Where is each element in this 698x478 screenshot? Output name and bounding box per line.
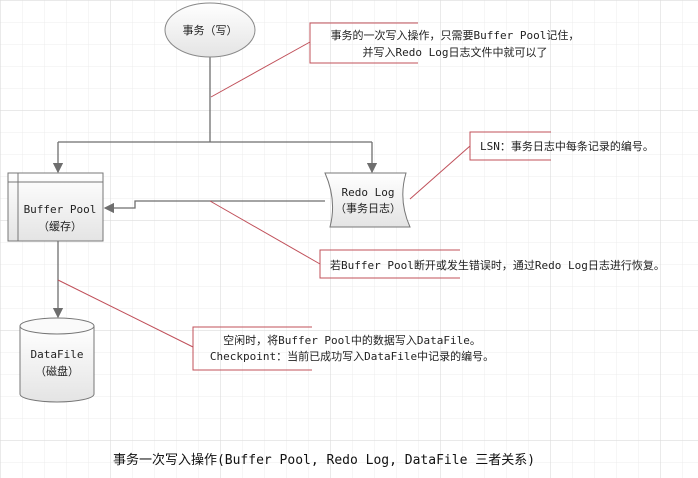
leader-write-op — [210, 41, 311, 98]
transaction-node[interactable]: 事务（写） — [164, 2, 256, 58]
note-write-op-line1: 事务的一次写入操作，只需要Buffer Pool记住， — [331, 28, 580, 42]
datafile-sublabel: （磁盘） — [35, 364, 79, 378]
bracket-recovery — [319, 249, 460, 279]
diagram-caption: 事务一次写入操作(Buffer Pool, Redo Log, DataFile… — [113, 452, 535, 468]
bracket-write-op — [309, 22, 418, 64]
buffer-pool-sublabel: （缓存） — [38, 219, 82, 233]
buffer-pool-node[interactable]: Buffer Pool （缓存） — [7, 172, 104, 242]
note-checkpoint-line1: 空闲时，将Buffer Pool中的数据写入DataFile。 — [223, 333, 481, 347]
leader-recovery — [209, 200, 321, 265]
leader-lsn — [409, 145, 471, 200]
leader-checkpoint — [57, 279, 194, 348]
connectors — [52, 57, 378, 319]
bracket-checkpoint — [192, 326, 312, 371]
datafile-node[interactable]: DataFile （磁盘） — [19, 317, 95, 403]
note-leaders — [57, 22, 551, 371]
note-checkpoint-line2: Checkpoint：当前已成功写入DataFile中记录的编号。 — [210, 349, 494, 363]
datafile-label: DataFile — [31, 348, 84, 361]
buffer-pool-label: Buffer Pool — [24, 203, 97, 216]
note-lsn: LSN：事务日志中每条记录的编号。 — [480, 139, 654, 153]
redo-log-label: Redo Log — [342, 186, 395, 199]
redo-log-node[interactable]: Redo Log （事务日志） — [324, 172, 411, 228]
redo-log-sublabel: （事务日志） — [335, 202, 401, 215]
arrow-redo-to-buffer — [103, 200, 325, 214]
bracket-lsn — [469, 131, 551, 161]
note-recovery: 若Buffer Pool断开或发生错误时，通过Redo Log日志进行恢复。 — [330, 258, 665, 272]
transaction-label: 事务（写） — [183, 24, 238, 37]
note-write-op-line2: 并写入Redo Log日志文件中就可以了 — [363, 45, 548, 59]
